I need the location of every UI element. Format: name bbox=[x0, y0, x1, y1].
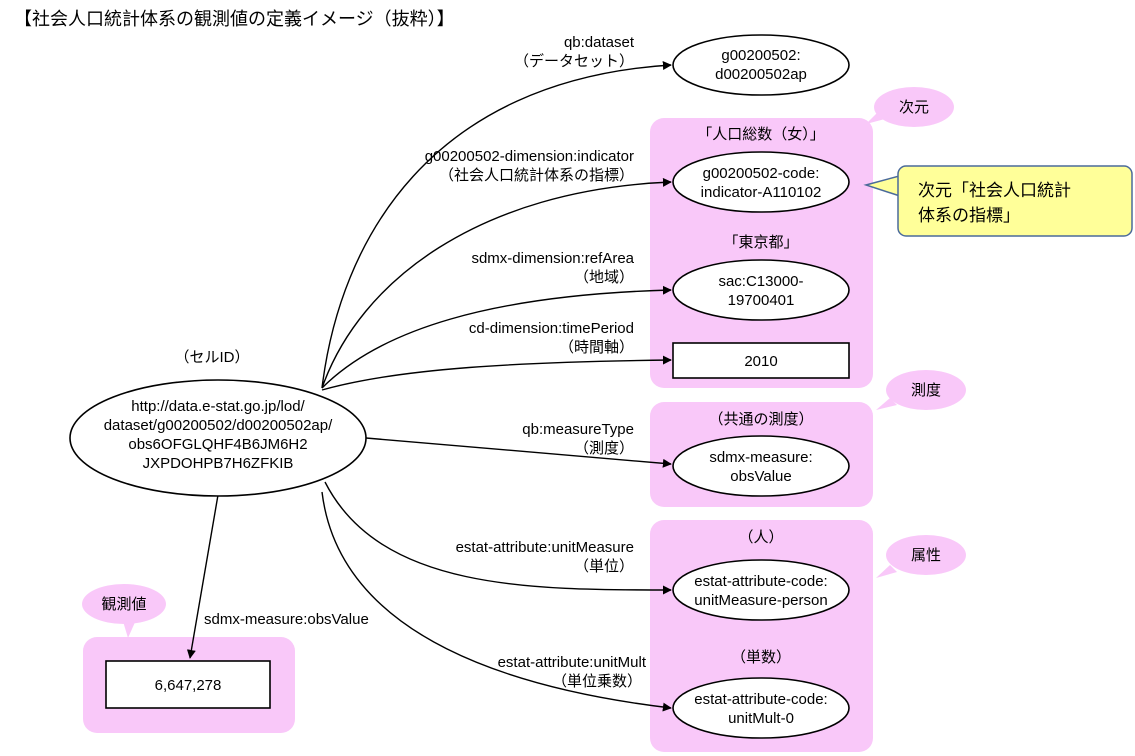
attribute-callout: 属性 bbox=[876, 535, 966, 578]
edge-label-dataset: qb:dataset bbox=[564, 34, 635, 51]
note-line-2: 体系の指標」 bbox=[918, 206, 1020, 225]
edge-sublabel-refArea: （地域） bbox=[574, 269, 634, 286]
edge-timePeriod bbox=[321, 355, 672, 391]
subject-caption: （セルID） bbox=[174, 349, 249, 366]
edge-label-refArea: sdmx-dimension:refArea bbox=[471, 250, 634, 267]
indicator-line-1: g00200502-code: bbox=[703, 165, 820, 182]
measureType-node[interactable]: sdmx-measure: obsValue bbox=[672, 435, 850, 497]
observation-callout-label: 観測値 bbox=[101, 596, 146, 613]
attribute-callout-label: 属性 bbox=[911, 547, 941, 564]
dimension-callout-label: 次元 bbox=[899, 99, 929, 116]
edge-indicator bbox=[321, 177, 672, 389]
edge-label-timePeriod: cd-dimension:timePeriod bbox=[469, 320, 634, 337]
dimension-callout: 次元 bbox=[866, 87, 954, 127]
timePeriod-node[interactable]: 2010 bbox=[672, 342, 850, 379]
subject-line-1: http://data.e-stat.go.jp/lod/ bbox=[131, 398, 305, 415]
unitMult-line-2: unitMult-0 bbox=[728, 710, 794, 727]
observation-callout: 観測値 bbox=[82, 584, 166, 638]
edge-label-unitMeasure: estat-attribute:unitMeasure bbox=[456, 539, 634, 556]
measureType-line-1: sdmx-measure: bbox=[709, 449, 812, 466]
subject-node[interactable]: http://data.e-stat.go.jp/lod/ dataset/g0… bbox=[69, 379, 367, 497]
indicator-line-2: indicator-A110102 bbox=[701, 184, 822, 201]
measure-callout: 測度 bbox=[876, 370, 966, 410]
measureType-line-2: obsValue bbox=[730, 468, 791, 485]
edge-sublabel-dataset: （データセット） bbox=[514, 52, 634, 70]
edge-sublabel-timePeriod: （時間軸） bbox=[559, 339, 634, 356]
edge-measureType bbox=[365, 437, 672, 468]
measure-callout-label: 測度 bbox=[911, 382, 941, 399]
obsValue-value: 6,647,278 bbox=[155, 677, 222, 694]
edge-obsValue bbox=[186, 494, 219, 659]
subject-line-4: JXPDOHPB7H6ZFKIB bbox=[143, 455, 294, 472]
edge-sublabel-unitMult: （単位乗数） bbox=[552, 673, 642, 690]
indicator-node[interactable]: g00200502-code: indicator-A110102 bbox=[672, 151, 850, 213]
edge-label-indicator: g00200502-dimension:indicator bbox=[425, 148, 634, 165]
refArea-node[interactable]: sac:C13000- 19700401 bbox=[672, 259, 850, 321]
measureType-caption: （共通の測度） bbox=[708, 411, 813, 428]
dataset-line-1: g00200502: bbox=[721, 47, 800, 64]
unitMeasure-caption: （人） bbox=[738, 529, 783, 546]
subject-line-3: obs6OFGLQHF4B6JM6H2 bbox=[128, 436, 307, 453]
edge-label-unitMult: estat-attribute:unitMult bbox=[498, 654, 647, 671]
refArea-line-2: 19700401 bbox=[728, 292, 795, 309]
note-line-1: 次元「社会人口統計 bbox=[918, 181, 1071, 200]
edge-label-measureType: qb:measureType bbox=[522, 421, 634, 438]
edge-sublabel-measureType: （測度） bbox=[574, 440, 634, 457]
unitMeasure-line-2: unitMeasure-person bbox=[694, 592, 827, 609]
unitMult-line-1: estat-attribute-code: bbox=[694, 691, 827, 708]
unitMult-node[interactable]: estat-attribute-code: unitMult-0 bbox=[672, 677, 850, 739]
unitMeasure-node[interactable]: estat-attribute-code: unitMeasure-person bbox=[672, 559, 850, 621]
edge-refArea bbox=[321, 285, 672, 389]
edge-sublabel-unitMeasure: （単位） bbox=[574, 558, 634, 575]
edge-label-obsValue: sdmx-measure:obsValue bbox=[204, 611, 369, 628]
dataset-node[interactable]: g00200502: d00200502ap bbox=[672, 34, 850, 96]
edge-unitMeasure bbox=[324, 481, 672, 595]
timePeriod-value: 2010 bbox=[744, 353, 777, 370]
edge-unitMult bbox=[321, 491, 672, 712]
dimension-note: 次元「社会人口統計 体系の指標」 bbox=[863, 165, 1133, 237]
edge-dataset bbox=[321, 61, 672, 389]
subject-line-2: dataset/g00200502/d00200502ap/ bbox=[104, 417, 333, 434]
edge-sublabel-indicator: （社会人口統計体系の指標） bbox=[439, 167, 634, 184]
unitMult-caption: （単数） bbox=[731, 649, 791, 666]
dataset-line-2: d00200502ap bbox=[715, 66, 807, 83]
diagram-title: 【社会人口統計体系の観測値の定義イメージ（抜粋）】 bbox=[14, 9, 455, 29]
refArea-line-1: sac:C13000- bbox=[718, 273, 803, 290]
indicator-caption: 「人口総数（女）」 bbox=[697, 125, 825, 143]
unitMeasure-line-1: estat-attribute-code: bbox=[694, 573, 827, 590]
obsValue-node[interactable]: 6,647,278 bbox=[105, 660, 271, 709]
refArea-caption: 「東京都」 bbox=[723, 234, 798, 251]
